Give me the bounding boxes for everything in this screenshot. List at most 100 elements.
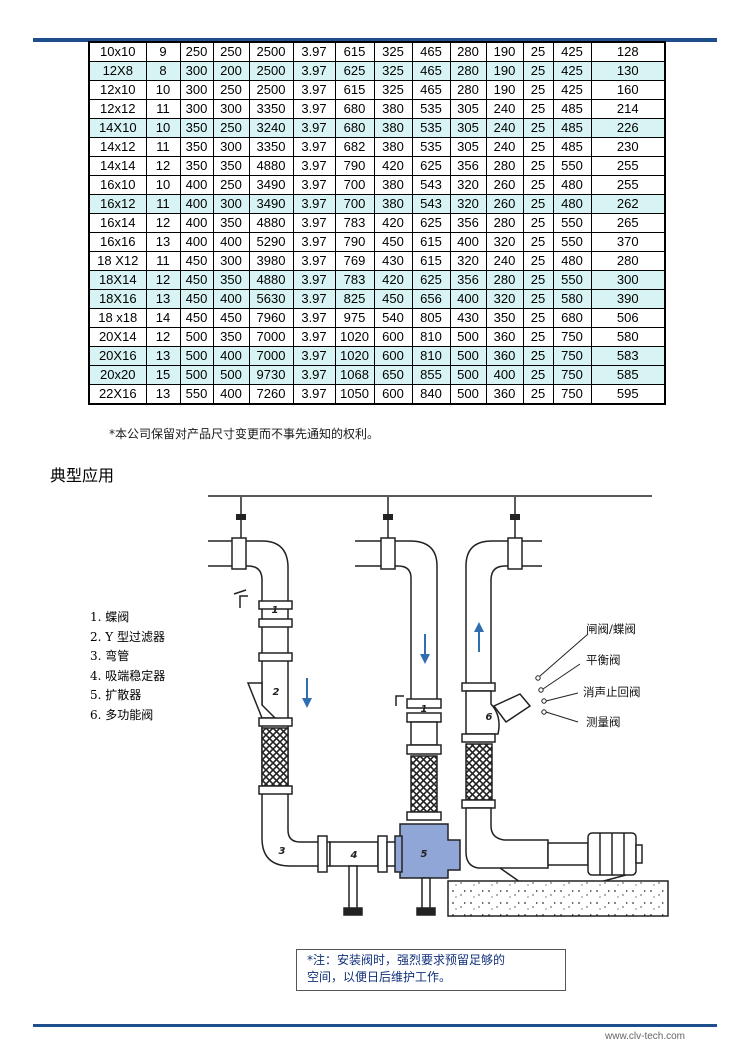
diagram-marker: 1	[421, 704, 428, 715]
pipe-flange	[406, 698, 442, 709]
table-cell: 300	[179, 61, 214, 81]
table-cell: 25	[522, 346, 554, 366]
callout-dot	[535, 675, 541, 681]
table-cell: 480	[552, 175, 592, 195]
table-cell: 360	[485, 384, 524, 405]
callout-label: 测量阀	[586, 715, 621, 729]
table-cell: 3490	[248, 194, 294, 214]
support-leg	[421, 877, 431, 911]
table-cell: 18X14	[88, 270, 147, 290]
table-cell: 2500	[248, 41, 294, 62]
table-cell: 540	[373, 308, 413, 328]
hanger-nut	[236, 514, 246, 520]
pipe-flange	[258, 618, 293, 628]
table-cell: 790	[334, 232, 375, 252]
table-cell: 4880	[248, 213, 294, 233]
table-cell: 625	[411, 156, 451, 176]
table-cell: 15	[145, 365, 181, 385]
table-cell: 465	[411, 61, 451, 81]
table-note: *本公司保留对产品尺寸变更而不事先通知的权利。	[109, 427, 380, 441]
legend-item: 2. Y 型过滤器	[90, 629, 166, 644]
table-cell: 580	[590, 327, 666, 347]
table-cell: 400	[179, 194, 214, 214]
table-cell: 485	[552, 99, 592, 119]
table-cell: 16x10	[88, 175, 147, 195]
table-cell: 485	[552, 118, 592, 138]
table-cell: 500	[449, 384, 487, 405]
legend-item: 1. 蝶阀	[90, 610, 130, 624]
table-cell: 10	[145, 175, 181, 195]
table-cell: 825	[334, 289, 375, 309]
table-cell: 680	[334, 118, 375, 138]
table-cell: 380	[373, 99, 413, 119]
pipe-flange	[380, 537, 396, 570]
pipe-flange	[258, 717, 293, 727]
table-cell: 7000	[248, 346, 294, 366]
table-cell: 1068	[334, 365, 375, 385]
pipe-flange	[507, 537, 523, 570]
table-cell: 25	[522, 137, 554, 157]
flow-arrow-down	[420, 634, 430, 664]
table-cell: 480	[552, 194, 592, 214]
table-cell: 450	[373, 289, 413, 309]
table-cell: 7960	[248, 308, 294, 328]
table-cell: 550	[552, 156, 592, 176]
table-cell: 583	[590, 346, 666, 366]
callout-dot	[541, 698, 547, 704]
pump-coupling	[547, 842, 589, 866]
diagram-marker: 5	[421, 849, 428, 860]
callout-line	[545, 692, 579, 702]
table-cell: 25	[522, 99, 554, 119]
table-cell: 14X10	[88, 118, 147, 138]
pipe-flange	[258, 600, 293, 610]
table-cell: 18 X12	[88, 251, 147, 271]
table-cell: 1020	[334, 346, 375, 366]
table-cell: 420	[373, 156, 413, 176]
table-cell: 750	[552, 346, 592, 366]
callout-dot	[538, 687, 544, 693]
pipe-flange	[231, 537, 247, 570]
table-cell: 350	[212, 213, 250, 233]
table-cell: 190	[485, 80, 524, 100]
table-cell: 480	[552, 251, 592, 271]
table-cell: 450	[179, 289, 214, 309]
table-cell: 25	[522, 61, 554, 81]
table-cell: 465	[411, 41, 451, 62]
table-cell: 769	[334, 251, 375, 271]
table-cell: 25	[522, 289, 554, 309]
table-cell: 550	[552, 270, 592, 290]
table-cell: 500	[449, 346, 487, 366]
table-cell: 500	[179, 365, 214, 385]
table-cell: 20x20	[88, 365, 147, 385]
table-cell: 625	[411, 270, 451, 290]
table-cell: 615	[411, 251, 451, 271]
flow-arrow-down	[302, 678, 312, 708]
install-note: *注：安装阀时，强烈要求预留足够的 空间，以便日后维护工作。	[296, 949, 566, 991]
table-cell: 350	[212, 327, 250, 347]
pipe-flange	[461, 799, 496, 809]
pipe-flange	[406, 811, 442, 821]
table-cell: 420	[373, 270, 413, 290]
pipe-flange	[258, 785, 293, 795]
table-cell: 2500	[248, 80, 294, 100]
table-cell: 320	[449, 175, 487, 195]
table-cell: 18X16	[88, 289, 147, 309]
diagram-marker: 6	[486, 712, 493, 723]
table-cell: 350	[212, 270, 250, 290]
legend-item: 6. 多功能阀	[90, 707, 154, 722]
table-cell: 3.97	[292, 175, 336, 195]
table-cell: 3.97	[292, 61, 336, 81]
table-cell: 810	[411, 346, 451, 366]
table-cell: 320	[485, 289, 524, 309]
table-cell: 3.97	[292, 213, 336, 233]
table-cell: 325	[373, 61, 413, 81]
callout-label: 消声止回阀	[583, 685, 641, 699]
pump-volute	[465, 807, 549, 869]
